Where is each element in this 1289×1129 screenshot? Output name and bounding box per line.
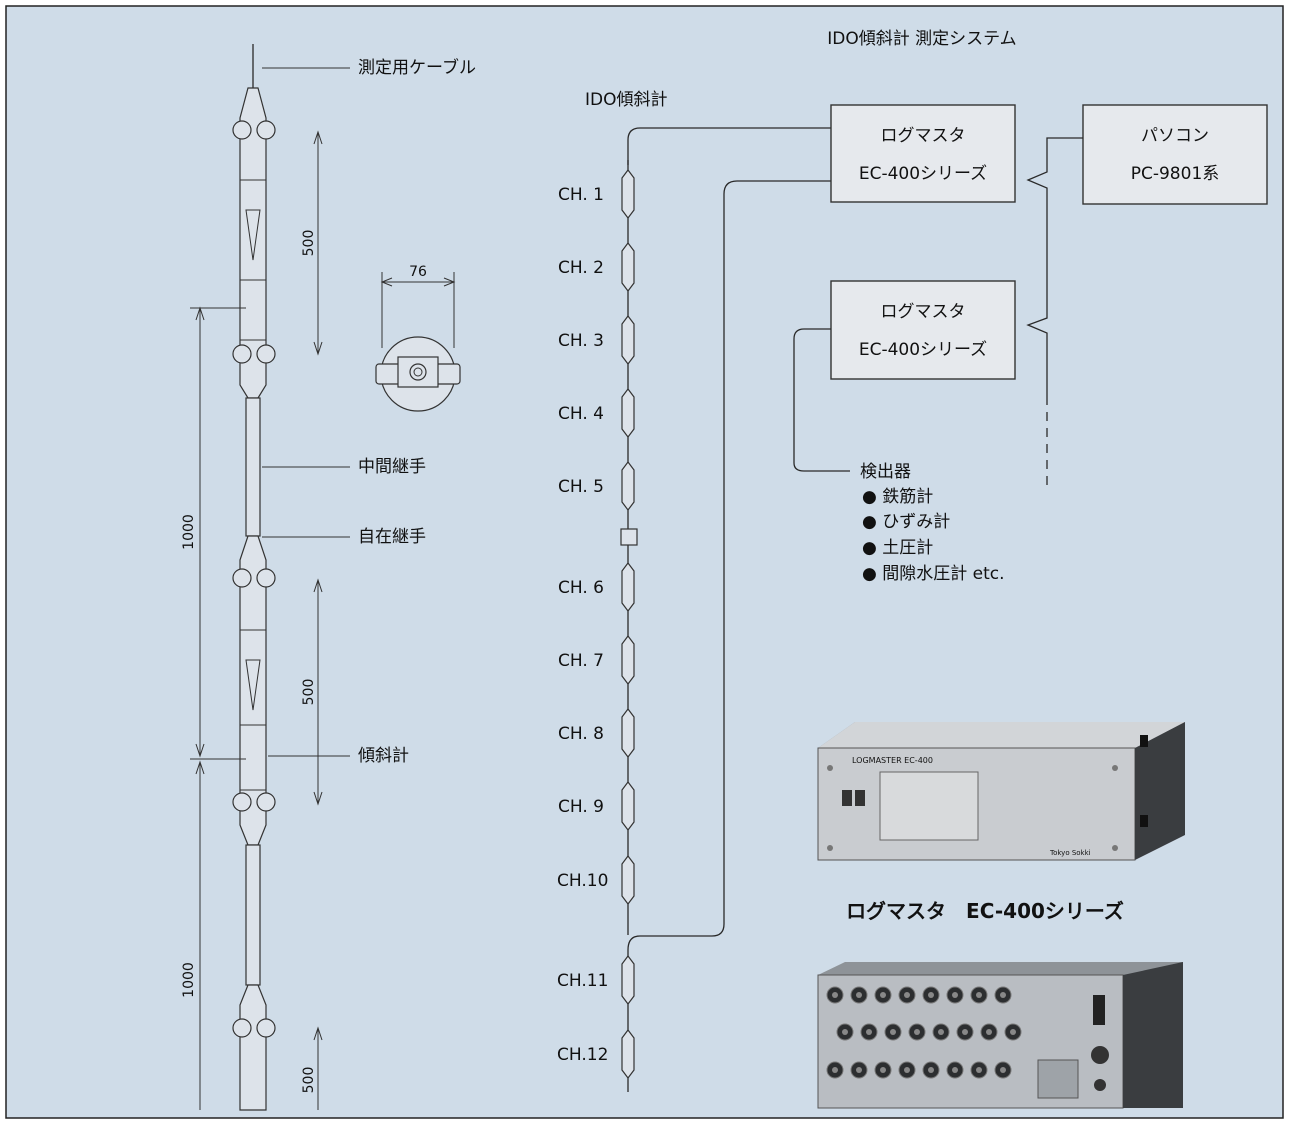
sensor-capsule [621,315,635,365]
dim-1000-upper: 1000 [181,514,197,550]
connector-pin [904,1067,910,1073]
probe-cross-section [375,272,461,412]
detector-heading: 検出器 [860,462,911,482]
connector-pin [914,1029,920,1035]
pc-box-line1: パソコン [1141,126,1209,146]
connector-pin [986,1029,992,1035]
dim-500-upper: 500 [301,230,317,257]
label-middle-joint: 中間継手 [358,457,426,477]
sensor-capsule [621,388,635,438]
dim-500-lower: 500 [301,1067,317,1094]
sensor-capsule [621,169,635,219]
channel-label: CH. 6 [558,578,604,598]
detector-item: ● ひずみ計 [862,512,950,532]
diagram-title: IDO傾斜計 測定システム [827,29,1016,49]
connector-pin [928,1067,934,1073]
sensor-capsule [621,855,635,905]
probe-assembly [232,44,276,1111]
connector-pin [976,1067,982,1073]
connector-pin [976,992,982,998]
connector-pin [1000,992,1006,998]
pc-box [1082,104,1268,205]
logger-box-1-line1: ログマスタ [881,126,966,146]
connector-pin [904,992,910,998]
sensor-capsule [621,708,635,758]
logger-box-2-line1: ログマスタ [881,302,966,322]
probe-segment-2 [232,535,276,846]
connector-pin [856,1067,862,1073]
diagram-background [5,5,1284,1119]
sensor-capsule [621,562,635,612]
logger-box-1 [830,104,1016,203]
label-cable: 測定用ケーブル [358,57,476,78]
probe-segment-3 [232,984,276,1111]
sensor-capsule [621,1029,635,1079]
connector-pin [938,1029,944,1035]
channel-label: CH.10 [557,871,608,891]
connector-group [826,986,1022,1079]
sensor-capsule [621,635,635,685]
connector-pin [952,992,958,998]
logger-box-1-line2: EC-400シリーズ [859,164,987,184]
channel-label: CH. 7 [558,651,604,671]
detector-item: ● 土圧計 [862,538,933,558]
device-photo-front [817,722,1185,861]
channel-label: CH. 5 [558,477,604,497]
photo-caption: ログマスタ EC-400シリーズ [846,899,1124,923]
connector-pin [962,1029,968,1035]
sensor-capsule [621,955,635,1005]
dim-76: 76 [409,264,427,280]
device-brand: Tokyo Sokki [1049,849,1091,857]
device-photo-rear [817,962,1183,1109]
connector-pin [880,1067,886,1073]
network-lines [793,137,1083,490]
connector-pin [832,992,838,998]
connector-pin [1000,1067,1006,1073]
dim-1000-lower: 1000 [181,962,197,998]
connector-pin [880,992,886,998]
device-panel-label: LOGMASTER EC-400 [852,756,933,765]
connector-pin [1010,1029,1016,1035]
connector-pin [832,1067,838,1073]
connector-pin [842,1029,848,1035]
probe-segment-1 [232,87,276,399]
label-free-joint: 自在継手 [358,527,426,547]
dimension-lines [190,130,323,1110]
detector-item: ● 鉄筋計 [862,487,933,507]
probe-rod-1 [245,397,261,537]
connector-pin [928,992,934,998]
connector-pin [890,1029,896,1035]
detector-item: ● 間隙水圧計 etc. [862,564,1005,584]
channel-label: CH.12 [557,1045,608,1065]
sensor-capsule [621,461,635,511]
channel-label: CH. 1 [558,185,604,205]
channel-label: CH. 2 [558,258,604,278]
sensor-capsule [621,781,635,831]
connector-pin [952,1067,958,1073]
label-inclinometer: 傾斜計 [358,746,409,766]
channel-label: CH. 3 [558,331,604,351]
sensor-capsule [621,242,635,292]
dim-500-middle: 500 [301,679,317,706]
channel-label: CH. 9 [558,797,604,817]
connector-pin [856,992,862,998]
probe-rod-2 [245,844,261,986]
channel-label: CH. 4 [558,404,604,424]
pc-box-line2: PC-9801系 [1131,164,1220,184]
chain-joint [620,528,638,546]
channel-label: CH.11 [557,971,608,991]
connector-pin [866,1029,872,1035]
sensor-group [621,169,635,1079]
logger-box-2-line2: EC-400シリーズ [859,340,987,360]
chain-title: IDO傾斜計 [585,90,668,110]
channel-label: CH. 8 [558,724,604,744]
logger-box-2 [830,280,1016,380]
